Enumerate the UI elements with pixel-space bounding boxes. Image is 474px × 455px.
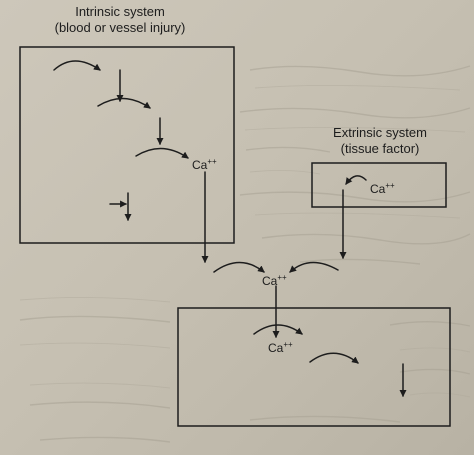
extrinsic-curved-arrow (345, 175, 367, 185)
junction-right-curved-arrow (289, 261, 339, 273)
intrinsic-curved-arrow-2 (97, 97, 151, 109)
intrinsic-curved-arrow-3 (135, 147, 189, 159)
common-calcium-label: Ca++ (268, 338, 293, 355)
intrinsic-curved-arrow-1 (53, 60, 101, 71)
common-calcium-charge: ++ (283, 340, 293, 349)
common-calcium-symbol: Ca (268, 341, 284, 355)
common-curved-arrow-1 (253, 324, 303, 335)
intrinsic-box (19, 46, 235, 244)
junction-calcium-label: Ca++ (262, 271, 287, 288)
intrinsic-calcium-symbol: Ca (192, 158, 208, 172)
junction-calcium-symbol: Ca (262, 274, 278, 288)
intrinsic-title: Intrinsic system (75, 4, 165, 19)
intrinsic-subtitle: (blood or vessel injury) (54, 20, 186, 35)
common-curved-arrow-2 (309, 352, 359, 364)
common-pathway-box (177, 307, 451, 427)
extrinsic-calcium-charge: ++ (385, 181, 395, 190)
extrinsic-calcium-symbol: Ca (370, 182, 386, 196)
extrinsic-subtitle: (tissue factor) (340, 141, 420, 156)
intrinsic-calcium-label: Ca++ (192, 155, 217, 172)
extrinsic-title: Extrinsic system (333, 125, 427, 140)
extrinsic-box (311, 162, 447, 208)
junction-calcium-charge: ++ (277, 273, 287, 282)
junction-left-curved-arrow (213, 261, 265, 273)
extrinsic-calcium-label: Ca++ (370, 179, 395, 196)
intrinsic-calcium-charge: ++ (207, 157, 217, 166)
